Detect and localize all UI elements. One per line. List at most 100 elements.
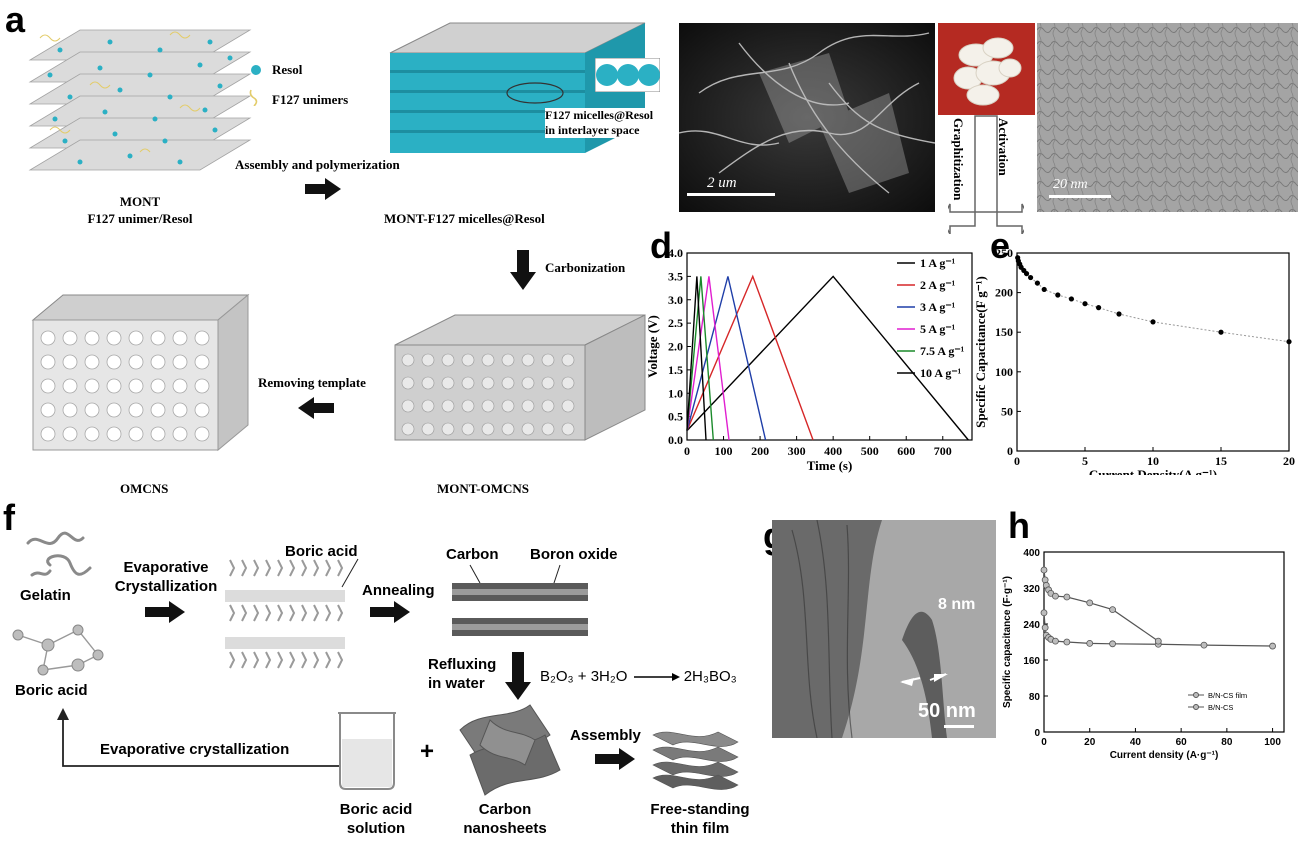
data-point: [1082, 301, 1088, 307]
gelatin-chains-illustration: [26, 531, 92, 577]
data-point: [1068, 296, 1074, 302]
thin-film-illustration: [652, 731, 739, 790]
beaker-icon: [338, 712, 396, 790]
tem-sheet-texture: [772, 520, 996, 738]
carbon-nanosheets-label: Carbon nanosheets: [455, 800, 555, 838]
data-point-0: [1052, 637, 1059, 645]
x-axis-label: Current density (A·g⁻¹): [1110, 750, 1219, 761]
scale-label-b: 2 um: [707, 175, 737, 191]
data-point-0: [1086, 639, 1094, 647]
right-arrow-icon: [305, 178, 341, 200]
thickness-arrows-icon: [900, 673, 948, 686]
x-axis-label: Time (s): [807, 458, 853, 473]
x-tick-label: 500: [861, 444, 879, 458]
y-tick-label: 0.0: [668, 433, 683, 447]
y-tick-label: 2.0: [668, 340, 683, 354]
data-point-0: [1109, 640, 1116, 648]
carbon-boron-oxide-layers: [452, 564, 588, 636]
panel-label-a: a: [5, 0, 26, 40]
series-line-3: [686, 276, 730, 441]
x-tick-label: 20: [1084, 737, 1096, 748]
film-line-1: Free-standing: [650, 801, 750, 818]
tem-image-panel-c: 20 nm: [1037, 23, 1298, 212]
legend-label-3: 5 A g⁻¹: [920, 322, 956, 336]
legend-label-0: B/N-CS film: [1208, 691, 1247, 700]
evap-line-1: Evaporative: [123, 559, 209, 576]
carbon-ns-line-1: Carbon: [478, 801, 532, 818]
y-tick-label: 50: [1001, 404, 1013, 418]
x-tick-label: 0: [1041, 737, 1047, 748]
x-tick-label: 300: [788, 444, 806, 458]
series-line-1: [1043, 569, 1159, 642]
callout-line: [341, 558, 359, 588]
legend-label-2: 3 A g⁻¹: [920, 300, 956, 314]
data-point: [1218, 329, 1224, 335]
boric-acid-crystal-illustration: [12, 624, 104, 676]
mont-f127-micelles-illustration: [389, 22, 646, 153]
panel-label-d: d: [650, 225, 672, 266]
x-tick-label: 60: [1176, 737, 1188, 748]
omcns-framework-illustration: [31, 293, 250, 452]
data-point-1: [1154, 637, 1162, 645]
right-arrow-icon: [595, 748, 635, 770]
cocoon-shapes: [953, 37, 1022, 106]
legend-resol: Resol: [272, 62, 303, 77]
x-tick-label: 20: [1283, 454, 1295, 468]
y-tick-label: 3.0: [668, 293, 683, 307]
legend-label-0: 1 A g⁻¹: [920, 256, 956, 270]
graphitization-label: Graphitization: [951, 118, 966, 201]
x-tick-label: 600: [897, 444, 915, 458]
data-point-1: [1063, 593, 1071, 601]
y-tick-label: 200: [995, 286, 1013, 300]
tem-texture: [1037, 23, 1298, 212]
series-line-2: [686, 276, 767, 441]
y-tick-label: 100: [995, 365, 1013, 379]
x-tick-label: 40: [1130, 737, 1142, 748]
boric-acid-gelatin-layers-illustration: [225, 559, 345, 669]
legend-marker-0: [1193, 692, 1199, 698]
sem-image-panel-b: 2 um: [679, 23, 935, 212]
refluxing-line-1: Refluxing: [428, 656, 497, 673]
callout-line-2: in interlayer space: [545, 123, 640, 137]
y-tick-label: 0.5: [668, 410, 683, 424]
label-mont-omcns: MONT-OMCNS: [437, 481, 529, 496]
graphitization-label-wrap: Graphitization: [950, 118, 970, 208]
mont-layered-stack-illustration: [28, 29, 252, 171]
legend-label-4: 7.5 A g⁻¹: [920, 344, 965, 358]
legend-label-1: B/N-CS: [1208, 703, 1233, 712]
activation-label: Activation: [996, 118, 1011, 176]
x-tick-label: 0: [684, 444, 690, 458]
data-point-0: [1200, 641, 1208, 649]
scale-bar: [1049, 195, 1111, 198]
assembly-label: Assembly: [570, 727, 641, 744]
label-mont-f127-micelles: MONT-F127 micelles@Resol: [384, 211, 545, 226]
data-point: [1041, 286, 1047, 293]
series-line: [1017, 257, 1290, 343]
x-tick-label: 700: [934, 444, 952, 458]
x-axis-label: Current Density(A g⁻¹): [1089, 467, 1217, 475]
y-axis-label: Voltage (V): [645, 315, 660, 378]
step3-label: Removing template: [258, 375, 366, 390]
panel-label-e: e: [990, 225, 1011, 266]
data-point: [1116, 311, 1122, 317]
boric-acid-solution-label: Boric acid solution: [336, 800, 416, 838]
activation-label-wrap: Activation: [995, 118, 1015, 208]
series-line-5: [686, 276, 707, 441]
right-arrow-icon: [145, 601, 185, 623]
f127-legend-icon: [249, 89, 258, 106]
carbon-label: Carbon: [446, 546, 499, 563]
gelatin-label: Gelatin: [20, 587, 71, 604]
scale-label-g: 50 nm: [918, 700, 976, 722]
y-axis-label: Specific capacitance (F·g⁻¹): [1002, 576, 1013, 708]
data-point: [1034, 280, 1040, 286]
label-mont: MONT: [119, 194, 161, 209]
scale-label-c: 20 nm: [1053, 177, 1088, 192]
y-tick-label: 1.0: [668, 386, 683, 400]
refluxing-label: Refluxing in water: [428, 655, 496, 693]
data-point: [1028, 274, 1034, 281]
legend-label-5: 10 A g⁻¹: [920, 366, 962, 380]
y-tick-label: 0: [1034, 728, 1040, 739]
x-tick-label: 15: [1215, 454, 1227, 468]
data-point-0: [1041, 624, 1049, 631]
boric-sol-line-2: solution: [346, 820, 406, 837]
